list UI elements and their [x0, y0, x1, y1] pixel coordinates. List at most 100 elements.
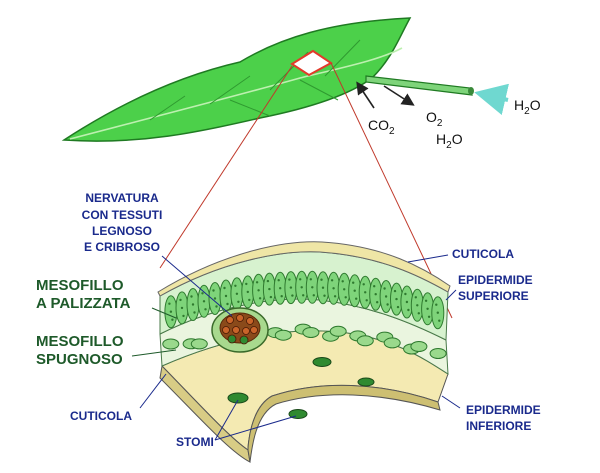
petiole-end	[468, 87, 474, 95]
label-nervatura-1: NERVATURA	[85, 191, 159, 205]
chloroplast	[320, 278, 323, 281]
leaf-cross-section	[157, 241, 451, 463]
zoom-line-left	[159, 65, 293, 269]
chloroplast	[266, 279, 270, 283]
bundle-cells	[222, 314, 258, 345]
label-epidermide-inf-1: EPIDERMIDE	[466, 403, 541, 417]
stoma-1	[227, 392, 249, 404]
chloroplast	[269, 295, 273, 299]
xylem-cell	[250, 326, 258, 334]
chloroplast	[215, 305, 218, 308]
label-h2o-out: H2O	[436, 131, 463, 151]
stoma-4	[357, 377, 375, 387]
label-o2: O2	[426, 109, 443, 129]
chloroplast	[180, 306, 184, 310]
leader-stomi-2	[214, 415, 297, 441]
chloroplast	[245, 282, 248, 286]
chloroplast	[277, 279, 280, 282]
chloroplast	[235, 292, 239, 295]
leader-epidermide-sup	[445, 289, 457, 301]
spongy-cell	[383, 337, 401, 349]
chloroplast	[343, 288, 346, 291]
chloroplast	[224, 294, 228, 298]
chloroplast	[407, 308, 410, 312]
chloroplast	[355, 297, 358, 300]
leaf-vein-4	[324, 39, 361, 77]
label-nervatura-2: CON TESSUTI	[82, 208, 163, 222]
chloroplast	[312, 294, 315, 297]
chloroplast	[374, 293, 377, 296]
chloroplast	[416, 304, 419, 307]
chloroplast	[171, 318, 174, 321]
leaf-midrib	[69, 47, 403, 140]
leaf-blade	[61, 17, 412, 142]
chloroplast	[393, 289, 397, 293]
chloroplast	[191, 303, 195, 306]
xylem-cell	[232, 326, 240, 334]
spongy-cells	[162, 323, 447, 359]
chloroplast	[396, 305, 400, 309]
chloroplast	[353, 289, 356, 292]
chloroplast	[427, 315, 431, 318]
chloroplast	[288, 278, 291, 281]
leaf-vein-2	[209, 75, 251, 105]
chloroplast	[258, 297, 262, 300]
chloroplast	[299, 278, 302, 281]
o2-arrow	[383, 85, 415, 106]
label-mesofillo-palizzata-2: A PALIZZATA	[36, 295, 131, 312]
leader-cuticola-top	[407, 254, 449, 263]
chloroplast	[383, 287, 386, 290]
label-mesofillo-spugnoso-1: MESOFILLO	[36, 333, 124, 350]
phloem-cell	[227, 334, 237, 344]
spongy-cell	[274, 329, 292, 341]
chloroplast	[234, 284, 237, 287]
spongy-cell	[190, 338, 208, 350]
label-h2o-in: H2O	[514, 97, 541, 117]
chloroplast	[364, 291, 367, 294]
label-epidermide-sup-1: EPIDERMIDE	[458, 273, 533, 287]
chloroplast	[404, 292, 407, 296]
chloroplast	[201, 292, 204, 295]
leader-stomi-1	[214, 399, 239, 441]
chloroplast	[341, 280, 344, 283]
chloroplast	[302, 294, 305, 297]
chloroplast	[202, 300, 206, 303]
spongy-cell	[302, 327, 320, 338]
chloroplast	[257, 289, 260, 292]
chloroplast	[426, 307, 429, 310]
spongy-cell	[356, 335, 374, 347]
leaf-petiole	[365, 75, 473, 96]
chloroplast	[248, 298, 251, 302]
leader-nervatura	[161, 255, 233, 317]
chloroplast	[291, 294, 294, 297]
co2-arrow	[356, 81, 375, 109]
chloroplast	[435, 303, 438, 306]
spongy-cell	[329, 325, 347, 337]
chloroplast	[226, 302, 229, 306]
chloroplast	[204, 308, 207, 311]
xylem-cell	[226, 316, 234, 324]
spongy-cell	[429, 348, 447, 359]
chloroplast	[405, 300, 409, 304]
chloroplast	[365, 299, 368, 302]
label-epidermide-inf-2: INFERIORE	[466, 419, 531, 433]
label-cuticola-top: CUTICOLA	[452, 247, 514, 261]
chloroplast	[332, 287, 335, 290]
chloroplast	[436, 311, 439, 314]
xylem-cell	[236, 314, 244, 322]
label-nervatura-4: E CRIBROSO	[84, 240, 160, 254]
chloroplast	[279, 287, 282, 290]
h2o-in-arrow	[474, 83, 509, 115]
chloroplast	[182, 314, 185, 318]
chloroplast	[376, 301, 379, 304]
vascular-bundle	[211, 307, 269, 353]
chloroplast	[395, 297, 398, 301]
label-co2: CO2	[368, 117, 395, 137]
leader-cuticola-bottom	[139, 373, 167, 409]
xylem-cell	[246, 317, 254, 325]
chloroplast	[255, 281, 259, 284]
chloroplast	[321, 286, 325, 289]
chloroplast	[168, 302, 171, 305]
label-stomi: STOMI	[176, 435, 214, 449]
